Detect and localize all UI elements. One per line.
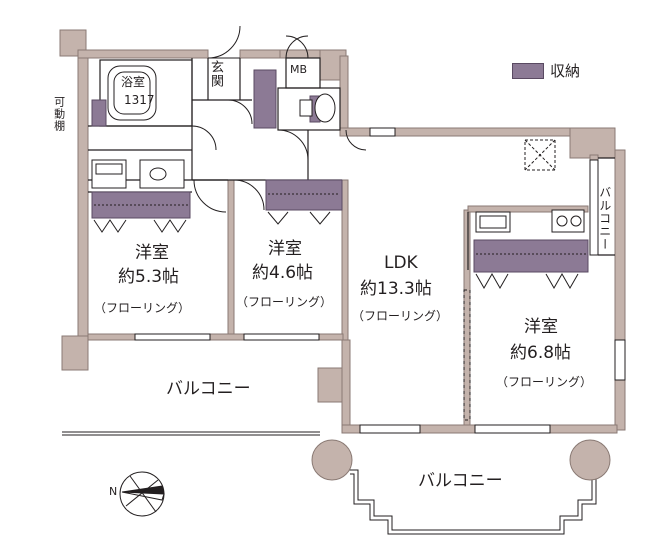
room3-size: 約6.8帖 [510, 343, 572, 363]
entrance-label: 玄関 [207, 60, 223, 88]
room3-name: 洋室 [524, 317, 558, 337]
room2-size: 約4.6帖 [252, 263, 314, 283]
room1-name: 洋室 [135, 243, 169, 263]
room1-size: 約5.3帖 [118, 267, 180, 287]
kitchen-sink [475, 211, 511, 233]
windows [134, 127, 626, 434]
compass-north-label: N [109, 485, 118, 498]
room3-floor: （フローリング） [496, 375, 593, 389]
compass-icon [119, 471, 165, 517]
ldk-size: 約13.3帖 [360, 279, 432, 299]
bath-size-label: 1317 [124, 93, 155, 107]
movable-shelf-label: 可動棚 [52, 96, 66, 132]
closet-doors [93, 211, 579, 290]
balconies [62, 431, 604, 535]
room2-floor: （フローリング） [236, 295, 333, 309]
mb-label: MB [290, 63, 308, 76]
ldk-name: LDK [384, 253, 418, 273]
bath-label: 浴室 [121, 75, 146, 89]
legend: 収納 [512, 60, 580, 81]
balcony-left-label: バルコニー [166, 379, 251, 399]
bathtub [107, 65, 157, 121]
balcony-columns [311, 439, 611, 481]
toilet [314, 93, 336, 123]
legend-storage-label: 収納 [550, 62, 581, 80]
washbasin [149, 167, 167, 181]
room2-name: 洋室 [268, 239, 302, 259]
fixtures [91, 65, 585, 233]
door-swings [191, 25, 367, 213]
shelf-lines [94, 193, 586, 255]
ldk-floor: （フローリング） [352, 309, 449, 323]
balcony-right-label: バルコニー [597, 186, 612, 251]
room1-floor: （フローリング） [94, 301, 191, 315]
storage-swatch [512, 62, 544, 79]
storage-areas [91, 69, 589, 273]
balcony-bottom-label: バルコニー [418, 471, 503, 491]
